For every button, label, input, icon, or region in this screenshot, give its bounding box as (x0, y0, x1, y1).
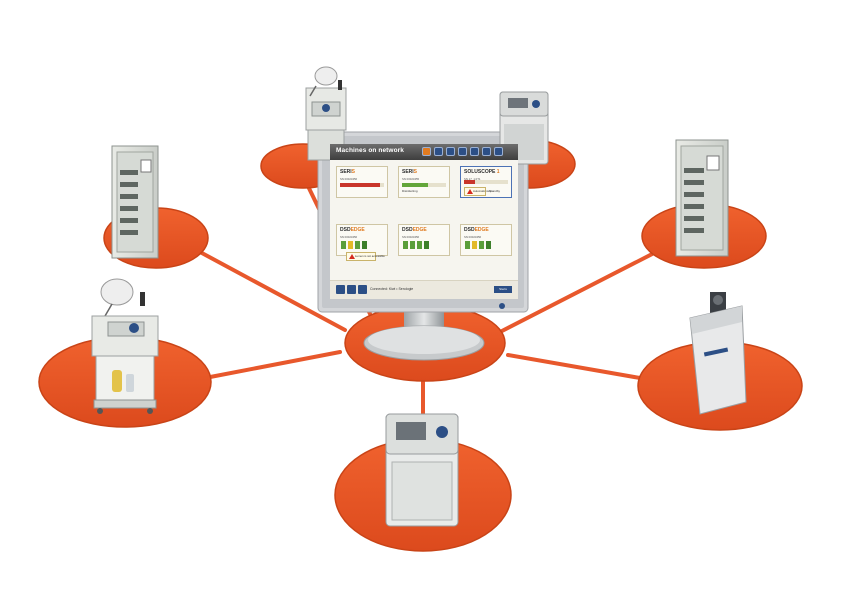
machine-card[interactable]: DSDEDGE SN 00023456 (398, 224, 450, 256)
progress-fill (464, 180, 475, 184)
machine-card[interactable]: DSDEDGE SN 00023456 (460, 224, 512, 256)
machine-name-accent: S (413, 169, 418, 175)
progress-bar (464, 180, 508, 184)
warning-icon (467, 189, 473, 194)
footer-status: Connected: Kiwi • Serologie (370, 287, 414, 291)
user-icon[interactable] (358, 285, 367, 294)
machine-name-accent: S (351, 169, 356, 175)
connector-left-cabinet (198, 250, 347, 332)
machine-serial: SN 00023456 (340, 177, 358, 181)
warning-box: Automatic stop (464, 187, 492, 196)
machine-name: SOLUSCOPE (464, 169, 496, 175)
screen-header: Machines on network (330, 144, 518, 160)
station-indicator (410, 241, 415, 249)
tower-unit-right (689, 292, 747, 415)
machine-name: DSD (402, 227, 413, 233)
station-indicator (486, 241, 491, 249)
search-icon[interactable] (482, 147, 491, 156)
machine-status: Disinfecting (402, 189, 418, 193)
station-indicator (465, 241, 470, 249)
machine-serial: SN 17_1.0T1 (464, 177, 481, 181)
station-indicator (417, 241, 422, 249)
storage-cabinet-right (675, 139, 729, 257)
machine-card[interactable]: SOLUSCOPE 1 SN 17_1.0T1 Automatic stop S… (460, 166, 512, 198)
machine-name-accent: 1 (496, 169, 500, 175)
progress-bar (402, 183, 446, 187)
screen-title: Machines on network (336, 147, 404, 154)
machine-name: SERI (402, 169, 414, 175)
machine-card[interactable]: SERIS SN 00023456 (336, 166, 388, 198)
machine-serial: SN 00023456 (402, 235, 420, 239)
warning-icon (349, 254, 355, 259)
home-icon[interactable] (336, 285, 345, 294)
brand-logo: Steris (494, 286, 512, 293)
station-indicator (362, 241, 367, 249)
washer-cart-left (91, 278, 159, 414)
machine-serial: SN 00023455 (402, 177, 420, 181)
monitor-screen: Machines on network SERIS SN 00023456 SE… (330, 144, 518, 299)
storage-cabinet-left (111, 145, 159, 259)
warning-box: Lumen is not accessible (346, 252, 385, 261)
machine-name-accent: EDGE (412, 227, 427, 233)
machine-name: SERI (340, 169, 352, 175)
warning-text: Automatic stop (473, 188, 492, 193)
globe-icon[interactable] (446, 147, 455, 156)
chart-icon[interactable] (458, 147, 467, 156)
warning-text: Lumen is not accessible (355, 253, 385, 258)
station-indicator (348, 241, 353, 249)
progress-fill (402, 183, 429, 187)
document-icon[interactable] (434, 147, 443, 156)
scope-washer-top (305, 66, 347, 161)
monitor-stand (363, 305, 485, 361)
station-indicator (341, 241, 346, 249)
monitor-icon[interactable] (422, 147, 431, 156)
connector-left-cart (203, 350, 342, 380)
print-icon[interactable] (470, 147, 479, 156)
connector-right-tower (506, 353, 642, 380)
power-button-icon (499, 303, 505, 309)
progress-fill (340, 183, 380, 187)
station-indicator (472, 241, 477, 249)
machine-name: DSD (340, 227, 351, 233)
progress-bar (340, 183, 384, 187)
station-indicator (479, 241, 484, 249)
station-indicator (355, 241, 360, 249)
machine-serial: SN 00023456 (340, 235, 358, 239)
settings-icon[interactable] (347, 285, 356, 294)
machine-status: Standby (489, 189, 501, 193)
machine-name: DSD (464, 227, 475, 233)
disinfector-bottom (385, 413, 459, 527)
connector-right-cabinet (498, 248, 662, 334)
station-indicator (424, 241, 429, 249)
wrench-icon[interactable] (494, 147, 503, 156)
machine-name-accent: EDGE (474, 227, 489, 233)
screen-footer: Connected: Kiwi • Serologie Steris (330, 280, 518, 299)
machine-card[interactable]: SERIS SN 00023455 Disinfecting (398, 166, 450, 198)
station-indicator (403, 241, 408, 249)
machine-name-accent: EDGE (350, 227, 365, 233)
machine-serial: SN 00023456 (464, 235, 482, 239)
